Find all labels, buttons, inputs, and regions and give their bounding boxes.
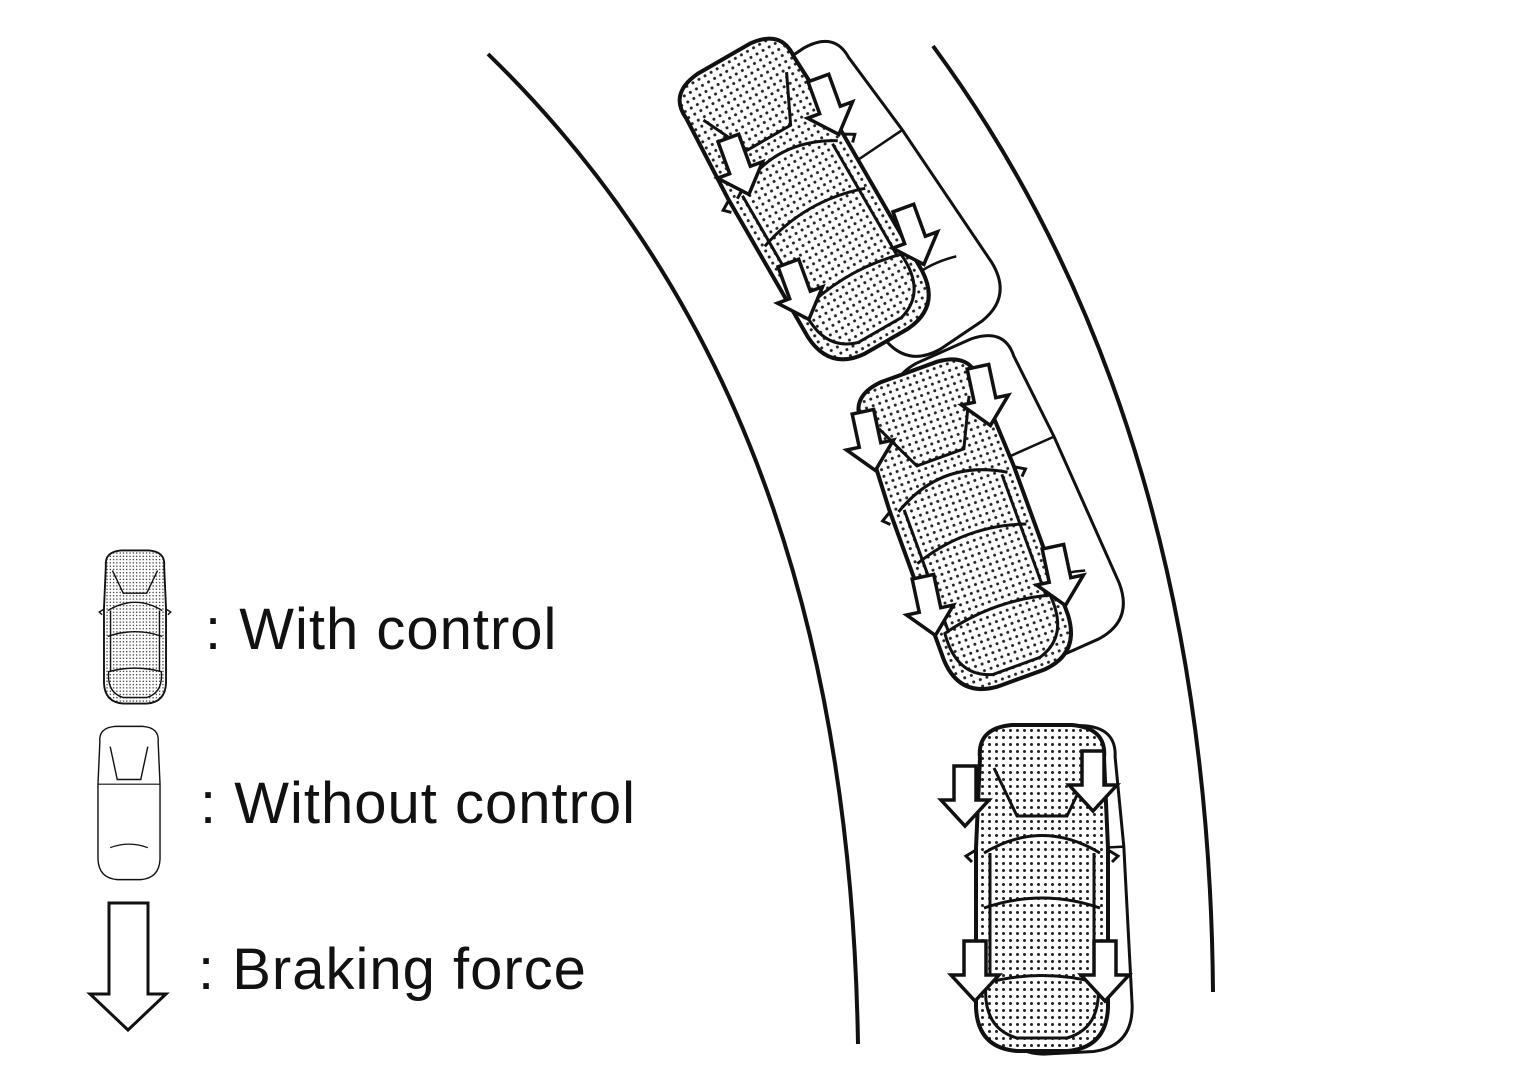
road-outer-edge	[931, 44, 1215, 993]
legend-without-control-label: : Without control	[200, 771, 637, 836]
road-inner-edge	[486, 52, 860, 1045]
legend-braking-force-label: : Braking force	[198, 937, 587, 1002]
car-with-control-icon	[98, 549, 172, 705]
legend-with-control-label: : With control	[205, 597, 558, 662]
braking-force-arrow-icon	[86, 901, 170, 1033]
car-without-control-icon	[97, 725, 161, 881]
